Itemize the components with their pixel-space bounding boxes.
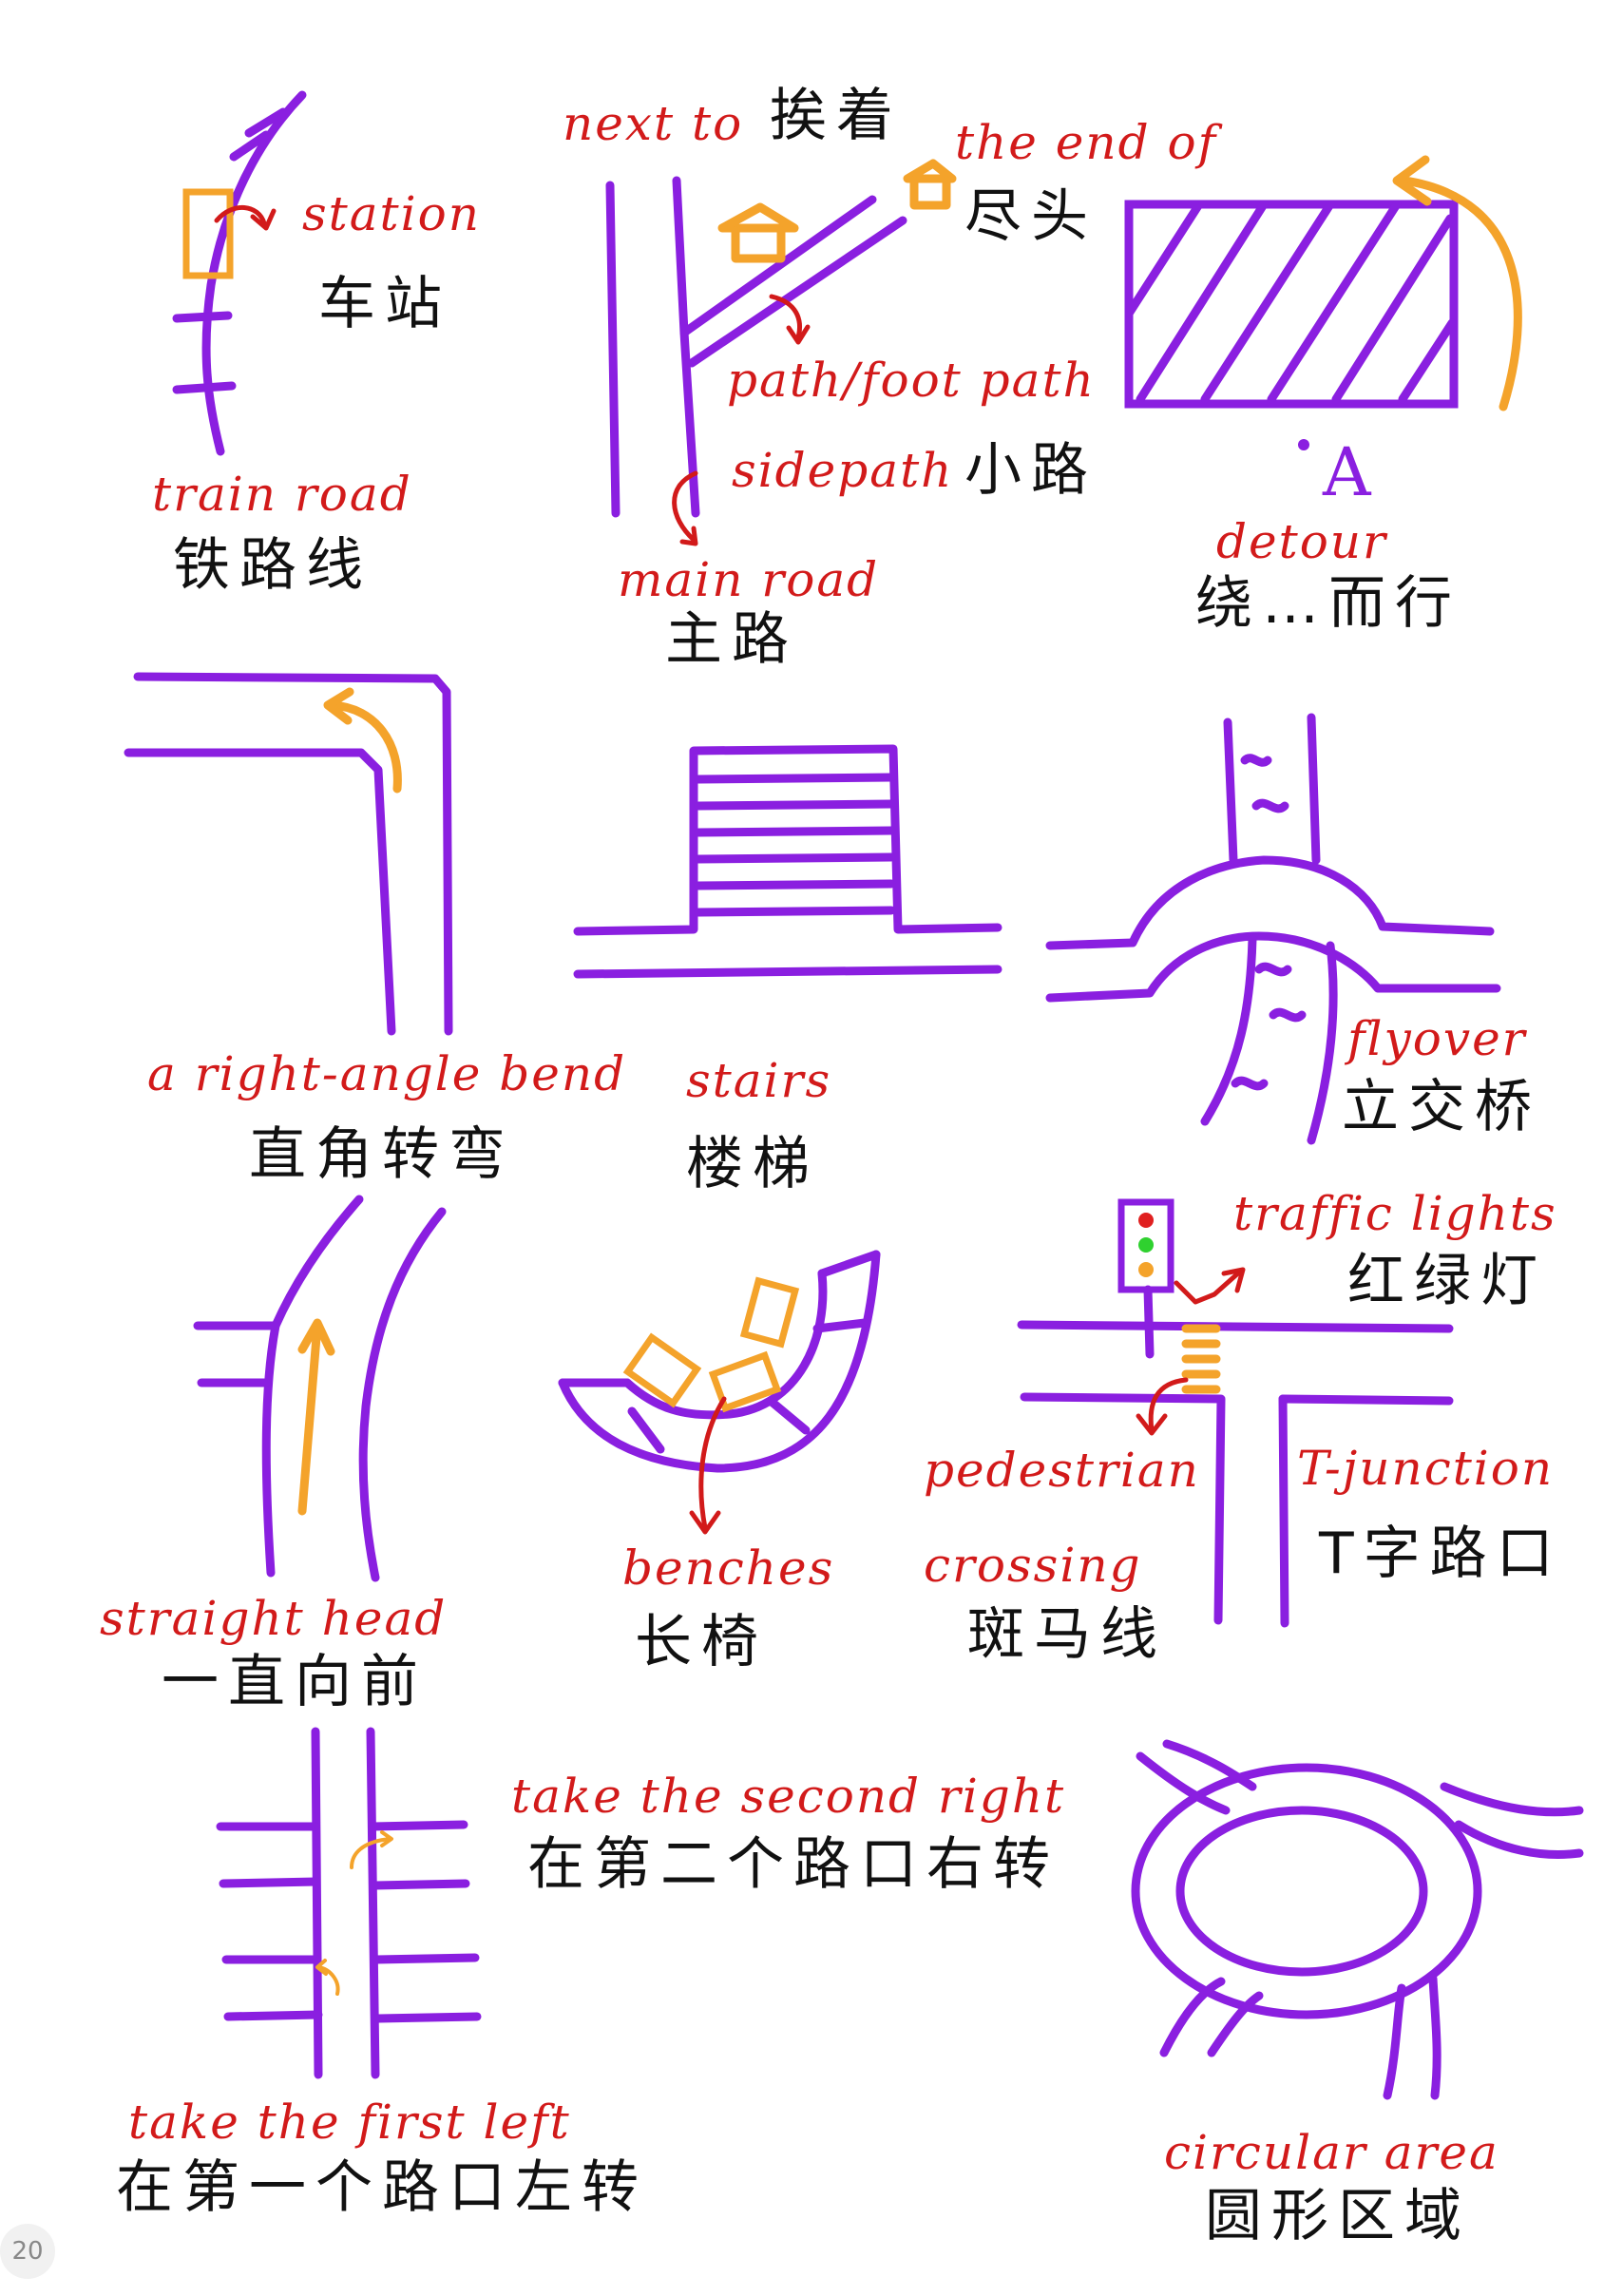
detour-sketch [1124, 155, 1522, 450]
end-of-zh: 尽头 [964, 183, 1098, 250]
train-road-zh: 铁路线 [173, 532, 372, 599]
main-road-zh: 主路 [665, 606, 798, 673]
station-en: station [302, 186, 481, 241]
traffic-lights-zh: 红绿灯 [1347, 1248, 1547, 1314]
bend-sketch [124, 672, 453, 1036]
first-left-zh: 在第一个路口左转 [116, 2154, 648, 2221]
t-junction-en: T-junction [1297, 1441, 1555, 1496]
benches-en: benches [622, 1540, 835, 1596]
sidepath-en: sidepath [732, 443, 954, 498]
traffic-junction-sketch [1017, 1198, 1454, 1628]
crossroads-sketch [216, 1727, 482, 2079]
straight-head-zh: 一直向前 [162, 1649, 428, 1715]
flyover-en: flyover [1347, 1011, 1527, 1066]
pedestrian-en: pedestrian [924, 1443, 1200, 1498]
station-zh: 车站 [318, 271, 451, 337]
next-to-en: next to [563, 96, 744, 151]
crossing-en: crossing [924, 1538, 1142, 1593]
straight-ahead-sketch [193, 1195, 447, 1582]
detour-en: detour [1216, 514, 1387, 569]
detour-zh: 绕…而行 [1195, 570, 1461, 637]
stairs-zh: 楼梯 [686, 1131, 819, 1197]
roundabout-sketch [1131, 1739, 1584, 2100]
t-junction-zh: T字路口 [1319, 1521, 1563, 1587]
end-of-en: the end of [955, 115, 1218, 170]
house-icon-2 [903, 159, 957, 210]
benches-sketch [558, 1250, 881, 1535]
main-road-en: main road [618, 552, 880, 607]
point-a-marker: A [1323, 433, 1373, 511]
train-road-en: train road [152, 467, 412, 522]
railway-sketch [172, 90, 307, 456]
house-icon-1 [717, 202, 799, 263]
circular-area-en: circular area [1164, 2125, 1499, 2180]
sidepath-zh: 小路 [964, 437, 1098, 504]
flyover-sketch [1045, 713, 1501, 1145]
stairs-en: stairs [686, 1053, 832, 1108]
circular-area-zh: 圆形区域 [1205, 2183, 1471, 2249]
stairs-sketch [573, 744, 1002, 979]
second-right-zh: 在第二个路口右转 [527, 1831, 1060, 1898]
traffic-light-icon [1117, 1198, 1174, 1359]
path-en: path/foot path [727, 353, 1096, 408]
straight-head-en: straight head [100, 1591, 448, 1646]
first-left-en: take the first left [128, 2095, 571, 2150]
main-road-sketch [605, 159, 957, 546]
second-right-en: take the second right [511, 1769, 1066, 1824]
bend-zh: 直角转弯 [249, 1121, 515, 1188]
page-number: 20 [0, 2224, 55, 2279]
bend-en: a right-angle bend [147, 1046, 627, 1101]
next-to-zh: 挨着 [770, 83, 903, 149]
benches-zh: 长椅 [635, 1609, 768, 1675]
pedestrian-crossing-zh: 斑马线 [967, 1601, 1167, 1668]
flyover-zh: 立交桥 [1342, 1074, 1541, 1140]
traffic-lights-en: traffic lights [1233, 1186, 1557, 1241]
